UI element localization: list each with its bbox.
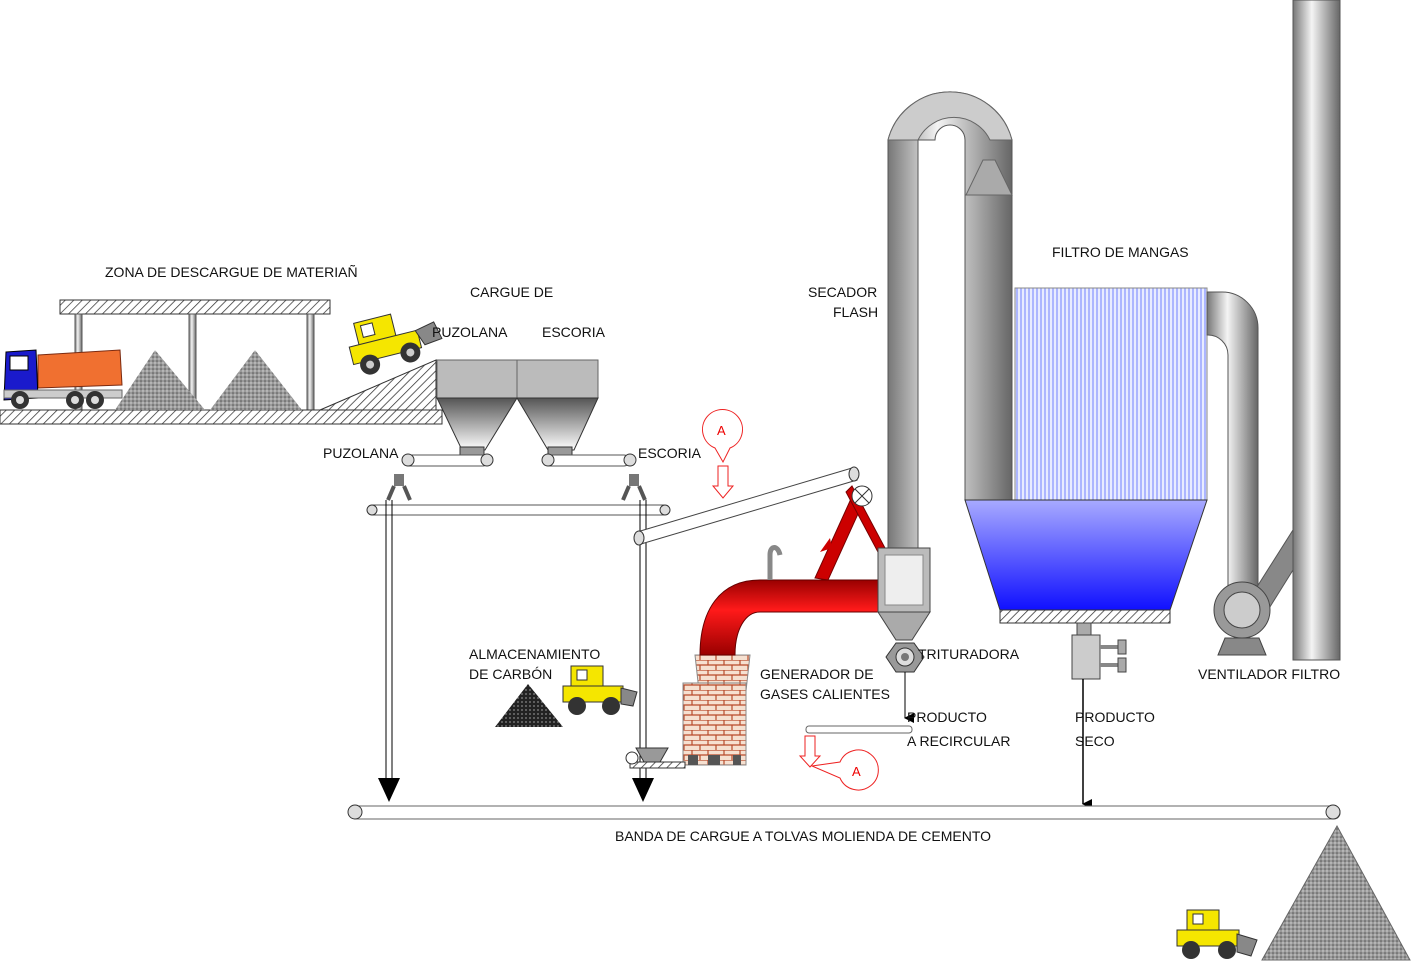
splitter-left bbox=[386, 474, 412, 501]
pozzolan-conveyor bbox=[401, 453, 494, 467]
hot-gas-generator bbox=[682, 545, 879, 766]
label-dry-product-1: PRODUCTO bbox=[1075, 709, 1155, 725]
connector-a-top-label: A bbox=[717, 423, 726, 438]
rotary-valve bbox=[1071, 634, 1127, 809]
label-coal-storage-1: ALMACENAMIENTO bbox=[469, 646, 600, 662]
cement-pile bbox=[1261, 824, 1411, 961]
recirculation-conveyor bbox=[805, 725, 913, 734]
label-recirculate-2: A RECIRCULAR bbox=[907, 733, 1010, 749]
label-hot-gas-generator-2: GASES CALIENTES bbox=[760, 686, 890, 702]
label-bag-filter: FILTRO DE MANGAS bbox=[1052, 244, 1189, 260]
label-unloading-zone: ZONA DE DESCARGUE DE MATERIAÑ bbox=[105, 264, 358, 280]
main-loading-belt bbox=[347, 804, 1341, 820]
front-loader-coal-icon bbox=[562, 665, 638, 715]
bag-filter bbox=[964, 287, 1208, 636]
label-flash-dryer-2: FLASH bbox=[833, 304, 878, 320]
crusher bbox=[885, 642, 925, 723]
label-dry-product-2: SECO bbox=[1075, 733, 1115, 749]
splitter-right bbox=[621, 474, 647, 501]
label-slag-conveyor: ESCORIA bbox=[638, 445, 702, 461]
label-main-belt: BANDA DE CARGUE A TOLVAS MOLIENDA DE CEM… bbox=[615, 828, 991, 844]
connector-a-top: A bbox=[702, 408, 743, 499]
feed-line-right bbox=[632, 500, 654, 802]
coal-feeder bbox=[625, 747, 686, 769]
flash-dryer bbox=[877, 91, 1013, 641]
front-loader-icon bbox=[348, 313, 443, 375]
label-hot-gas-generator-1: GENERADOR DE bbox=[760, 666, 874, 682]
front-loader-final-icon bbox=[1176, 909, 1258, 959]
label-loading-of: CARGUE DE bbox=[470, 284, 553, 300]
chimney-stack bbox=[1292, 0, 1341, 661]
coal-pile bbox=[495, 684, 563, 727]
label-crusher: TRITURADORA bbox=[918, 646, 1020, 662]
label-filter-fan: VENTILADOR FILTRO bbox=[1198, 666, 1340, 682]
recirculation-duct bbox=[814, 485, 886, 581]
labels: ZONA DE DESCARGUE DE MATERIAÑ CARGUE DE … bbox=[105, 244, 1340, 844]
label-pozzolan-conveyor: PUZOLANA bbox=[323, 445, 399, 461]
filter-exhaust-duct bbox=[1206, 291, 1294, 621]
material-pile-2 bbox=[210, 350, 302, 410]
label-recirculate-1: PRODUCTO bbox=[907, 709, 987, 725]
label-flash-dryer-1: SECADOR bbox=[808, 284, 877, 300]
connector-a-bottom-label: A bbox=[852, 764, 861, 779]
connector-a-bottom: A bbox=[798, 735, 879, 791]
dump-truck-icon bbox=[3, 349, 123, 409]
pozzolan-hopper bbox=[436, 359, 518, 456]
filter-fan bbox=[1213, 581, 1271, 656]
inclined-conveyor bbox=[633, 466, 860, 546]
material-pile-1 bbox=[115, 350, 205, 410]
label-slag-top: ESCORIA bbox=[542, 324, 606, 340]
slag-conveyor bbox=[541, 453, 637, 467]
slag-hopper bbox=[516, 359, 599, 456]
collector-conveyor bbox=[366, 504, 671, 516]
label-pozzolan-top: PUZOLANA bbox=[432, 324, 508, 340]
label-coal-storage-2: DE CARBÓN bbox=[469, 666, 552, 682]
feed-line-left bbox=[378, 500, 400, 802]
